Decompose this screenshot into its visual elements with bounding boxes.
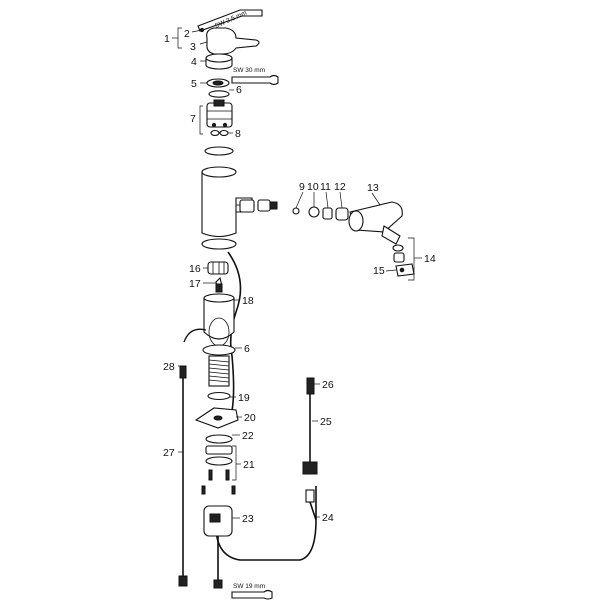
spout-connector-parts <box>239 199 349 221</box>
diverter-16 <box>207 261 229 275</box>
supply-hose-left <box>178 365 188 587</box>
supply-hose-right <box>302 377 318 521</box>
callout-13: 13 <box>367 182 379 194</box>
callout-21: 21 <box>243 459 255 471</box>
ring-6-top <box>208 90 230 98</box>
callout-27: 27 <box>163 447 175 459</box>
wrench-top-size-label: SW 30 mm <box>233 67 265 74</box>
callout-26: 26 <box>322 379 334 391</box>
callout-5: 5 <box>191 78 197 90</box>
hex-key-tool: SW 2,5 mm <box>197 9 263 32</box>
callout-17: 17 <box>189 278 201 290</box>
callout-23: 23 <box>242 513 254 525</box>
callout-11: 11 <box>320 181 331 193</box>
callout-leaders <box>172 27 422 519</box>
callout-numbers: 1 2 3 4 5 6 7 8 9 10 11 12 13 14 15 16 1… <box>163 28 436 525</box>
washer-19 <box>207 391 231 401</box>
fixing-set-21-22 <box>205 434 233 481</box>
o-ring-top <box>204 146 234 156</box>
callout-14: 14 <box>424 253 436 265</box>
callout-16: 16 <box>189 263 201 275</box>
callout-8: 8 <box>235 128 241 140</box>
callout-7: 7 <box>190 113 196 125</box>
wrench-sw30: SW 30 mm <box>231 67 279 86</box>
callout-22: 22 <box>242 430 254 442</box>
hose-weight-23 <box>203 505 233 537</box>
clamp-ring <box>183 328 207 343</box>
spray-nozzle-parts <box>392 244 415 277</box>
callout-24: 24 <box>322 512 334 524</box>
lever-handle <box>199 27 260 55</box>
callout-4: 4 <box>191 56 197 68</box>
wrench-sw19: SW 19 mm <box>231 583 273 600</box>
callout-19: 19 <box>238 392 250 404</box>
screws-lower <box>201 485 236 495</box>
sleeve-18 <box>203 283 235 347</box>
callout-2: 2 <box>184 28 190 40</box>
cap-4 <box>205 53 233 70</box>
callout-9: 9 <box>299 181 305 193</box>
callout-6-top: 6 <box>236 84 242 96</box>
callout-3: 3 <box>190 41 196 53</box>
seals-8 <box>210 129 229 137</box>
faucet-body <box>201 166 253 238</box>
threaded-shank <box>208 355 230 387</box>
callout-20: 20 <box>244 412 256 424</box>
bracket-20 <box>194 407 239 429</box>
cartridge-7 <box>206 99 233 128</box>
callout-25: 25 <box>320 416 332 428</box>
callout-1: 1 <box>164 33 170 45</box>
callout-12: 12 <box>334 181 346 193</box>
o-ring-body-base <box>201 238 237 250</box>
nut-5 <box>206 78 230 88</box>
callout-15: 15 <box>373 265 385 277</box>
callout-28: 28 <box>163 361 175 373</box>
cold-supply-hose <box>213 536 223 589</box>
callout-6-lower: 6 <box>244 343 250 355</box>
callout-18: 18 <box>242 295 254 307</box>
callout-10: 10 <box>307 181 319 193</box>
pull-out-spray-head <box>348 201 403 245</box>
wrench-bottom-size-label: SW 19 mm <box>233 583 265 590</box>
ring-6-lower <box>202 344 236 356</box>
